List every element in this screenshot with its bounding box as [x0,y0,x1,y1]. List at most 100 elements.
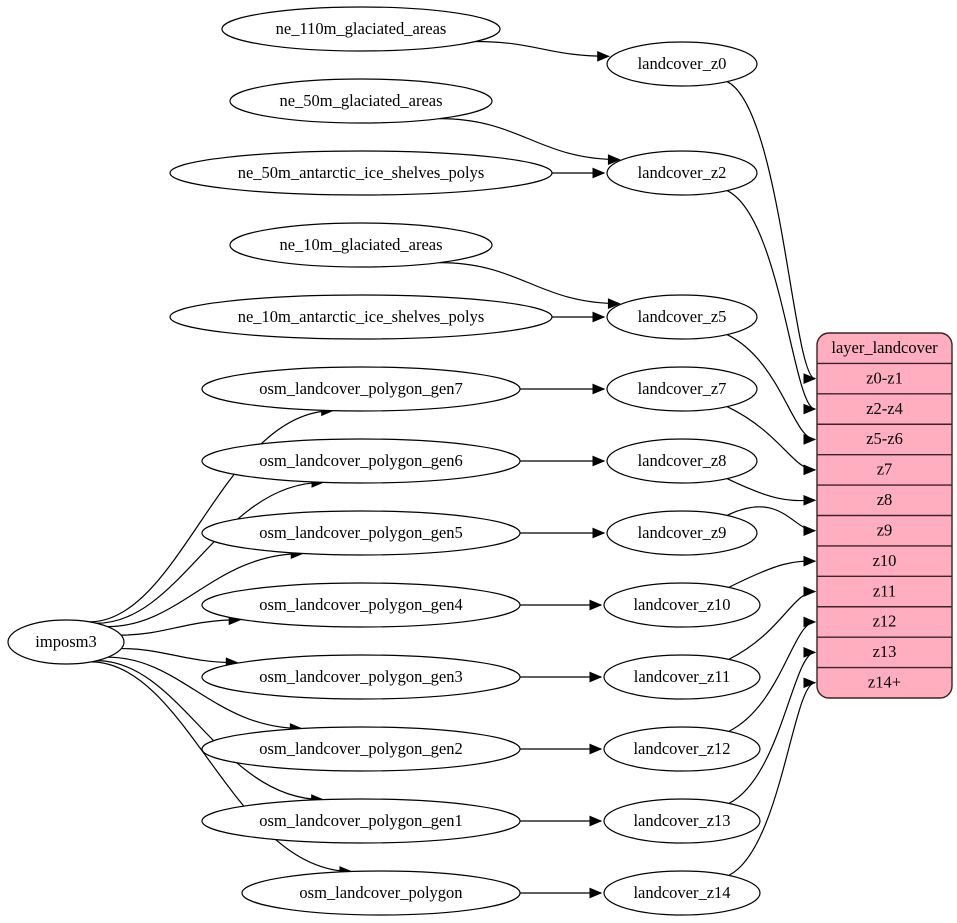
node-shape [201,726,521,772]
node-shape [201,438,521,484]
node-shape [603,582,761,628]
arrow-head [803,677,817,689]
table-row-z7[interactable]: z7 [877,460,893,479]
arrow-head [589,887,603,899]
node-landcover_z2[interactable]: landcover_z2 [606,150,758,196]
node-label: landcover_z8 [638,451,727,470]
node-label: landcover_z7 [638,379,727,398]
node-osm_landcover_polygon_gen3[interactable]: osm_landcover_polygon_gen3 [201,654,521,700]
node-label: landcover_z11 [634,667,731,686]
node-ne_50m_glaciated_areas[interactable]: ne_50m_glaciated_areas [229,78,493,124]
node-landcover_z7[interactable]: landcover_z7 [606,366,758,412]
arrow-head [607,154,621,165]
node-label: ne_110m_glaciated_areas [276,19,447,38]
edge-imposm3-to-osm_landcover_polygon_gen6 [96,481,324,624]
node-shape [606,294,758,340]
node-label: landcover_z0 [638,54,727,73]
node-label: imposm3 [35,632,96,651]
table-row-z13[interactable]: z13 [873,642,897,661]
edge-ne_50m_glaciated_areas-to-landcover_z2 [439,118,620,161]
node-label: osm_landcover_polygon_gen3 [259,667,462,686]
table-row-z5-z6[interactable]: z5-z6 [866,429,903,448]
node-shape [7,619,125,665]
table-row-z10[interactable]: z10 [873,551,897,570]
table-row-z11[interactable]: z11 [873,581,896,600]
node-shape [606,510,758,556]
node-label: landcover_z10 [633,595,730,614]
table-row-z8[interactable]: z8 [877,490,893,509]
node-shape [603,798,761,844]
node-ne_110m_glaciated_areas[interactable]: ne_110m_glaciated_areas [221,6,501,52]
node-shape [229,222,493,268]
arrow-head [592,167,606,179]
node-label: ne_50m_antarctic_ice_shelves_polys [238,163,485,182]
node-shape [603,726,761,772]
edge-landcover_z13-to-z13 [728,651,816,804]
node-shape [201,366,521,412]
arrow-head [803,494,817,506]
edge-imposm3-to-osm_landcover_polygon [90,661,351,873]
node-landcover_z0[interactable]: landcover_z0 [606,41,758,87]
node-ne_10m_glaciated_areas[interactable]: ne_10m_glaciated_areas [229,222,493,268]
edge-landcover_z10-to-z10 [728,560,816,588]
node-ne_10m_antarctic_ice_shelves_polys[interactable]: ne_10m_antarctic_ice_shelves_polys [169,294,553,340]
edge-imposm3-to-osm_landcover_polygon_gen5 [107,553,303,628]
table-row-z2-z4[interactable]: z2-z4 [866,399,903,418]
arrow-head [803,434,817,445]
node-label: landcover_z13 [633,811,730,830]
node-shape [241,870,521,916]
node-label: osm_landcover_polygon_gen2 [259,739,462,758]
table-title: layer_landcover [831,338,938,357]
table-row-z0-z1[interactable]: z0-z1 [866,368,903,387]
edge-imposm3-to-osm_landcover_polygon_gen4 [121,619,241,636]
node-shape [603,654,761,700]
arrow-head [803,647,817,658]
edge-ne_110m_glaciated_areas-to-landcover_z0 [475,40,609,57]
node-label: osm_landcover_polygon_gen6 [259,451,462,470]
node-shape [169,294,553,340]
node-landcover_z10[interactable]: landcover_z10 [603,582,761,628]
node-landcover_z11[interactable]: landcover_z11 [603,654,761,700]
arrow-head [803,616,817,628]
node-osm_landcover_polygon[interactable]: osm_landcover_polygon [241,870,521,916]
node-shape [606,438,758,484]
edge-landcover_z2-to-z2-z4 [726,190,816,410]
node-osm_landcover_polygon_gen4[interactable]: osm_landcover_polygon_gen4 [201,582,521,628]
node-landcover_z9[interactable]: landcover_z9 [606,510,758,556]
node-label: osm_landcover_polygon_gen4 [259,595,462,614]
node-ne_50m_antarctic_ice_shelves_polys[interactable]: ne_50m_antarctic_ice_shelves_polys [169,150,553,196]
arrow-head [803,586,817,597]
node-osm_landcover_polygon_gen2[interactable]: osm_landcover_polygon_gen2 [201,726,521,772]
table-row-z9[interactable]: z9 [877,520,893,539]
node-landcover_z13[interactable]: landcover_z13 [603,798,761,844]
node-shape [201,798,521,844]
arrow-head [803,403,817,415]
node-label: osm_landcover_polygon_gen1 [259,811,462,830]
layer-landcover-table: layer_landcover z0-z1 z2-z4 z5-z6 z7 z8 z9 z10 z… [816,332,953,699]
node-osm_landcover_polygon_gen7[interactable]: osm_landcover_polygon_gen7 [201,366,521,412]
node-shape [606,41,758,87]
node-osm_landcover_polygon_gen6[interactable]: osm_landcover_polygon_gen6 [201,438,521,484]
node-osm_landcover_polygon_gen1[interactable]: osm_landcover_polygon_gen1 [201,798,521,844]
node-landcover_z5[interactable]: landcover_z5 [606,294,758,340]
node-landcover_z14[interactable]: landcover_z14 [603,870,761,916]
table-row-z14+[interactable]: z14+ [868,673,901,692]
arrow-head [589,743,603,755]
edge-imposm3-to-osm_landcover_polygon_gen7 [89,410,333,623]
arrow-head [803,464,817,476]
node-osm_landcover_polygon_gen5[interactable]: osm_landcover_polygon_gen5 [201,510,521,556]
edge-ne_10m_glaciated_areas-to-landcover_z5 [439,262,620,305]
node-landcover_z12[interactable]: landcover_z12 [603,726,761,772]
arrow-head [803,373,817,384]
node-imposm3[interactable]: imposm3 [7,619,125,665]
arrow-head [589,815,603,827]
table-row-z12[interactable]: z12 [873,612,897,631]
arrow-head [589,599,603,611]
node-label: ne_10m_glaciated_areas [279,235,442,254]
node-landcover_z8[interactable]: landcover_z8 [606,438,758,484]
node-label: landcover_z14 [633,883,730,902]
edge-landcover_z14-to-z14+ [728,682,816,876]
node-label: ne_50m_glaciated_areas [279,91,442,110]
